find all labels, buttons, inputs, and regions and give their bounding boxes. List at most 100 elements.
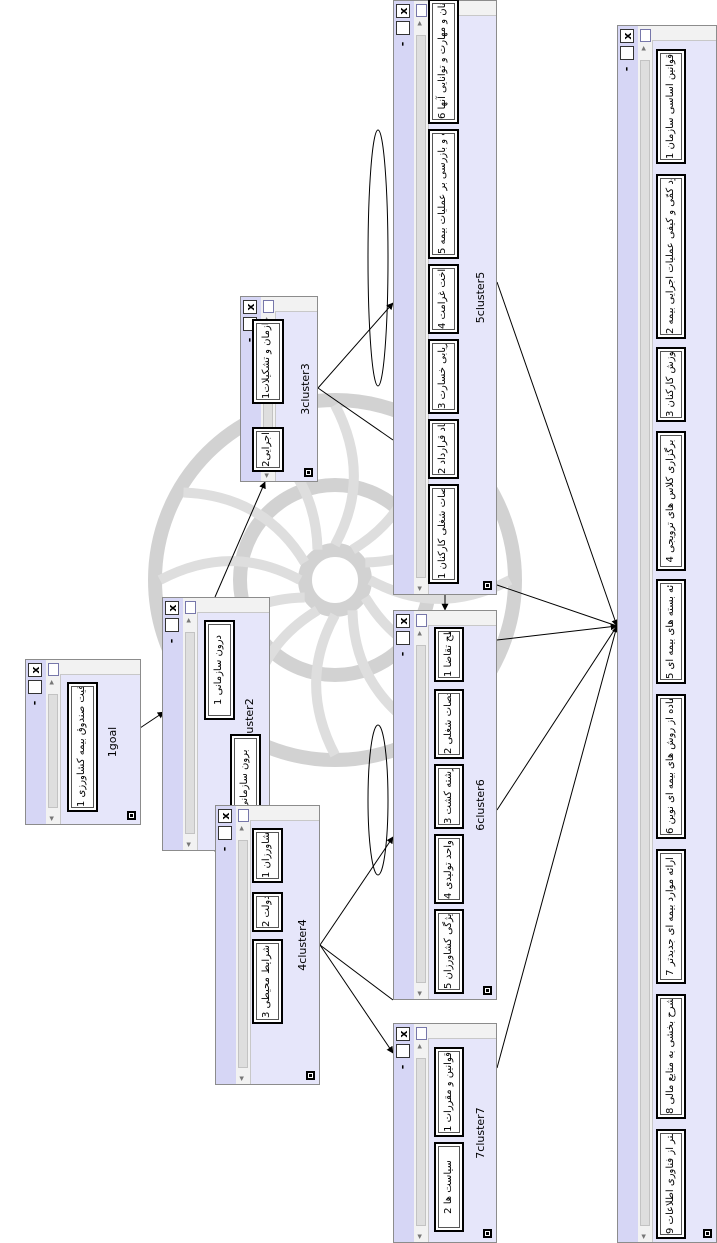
close-button[interactable]: x: [28, 663, 42, 677]
horizontal-scrollbar[interactable]: ◂▸: [414, 1024, 429, 1242]
node-label: ارائه بسته های بیمه ای 5: [660, 583, 682, 680]
node-label: استفاده از روش های بیمه ای نوین 6: [660, 698, 682, 835]
scroll-left-arrow-icon[interactable]: ◂: [415, 991, 425, 996]
network-node[interactable]: بهبود قوانین اساسی سازمان 1: [656, 49, 686, 164]
window-corner-icon: [263, 300, 274, 313]
node-label: بهبود قوانین اساسی سازمان 1: [660, 53, 682, 160]
vertical-scrollbar[interactable]: [197, 598, 269, 613]
maximize-button[interactable]: [165, 618, 179, 632]
close-button[interactable]: x: [396, 1027, 410, 1041]
scrollbar-thumb[interactable]: [185, 632, 195, 834]
node-label: اندازه واحد تولیدی 4: [438, 838, 460, 900]
scroll-left-arrow-icon[interactable]: ◂: [415, 586, 425, 591]
maximize-button[interactable]: [396, 1044, 410, 1058]
minimize-button[interactable]: -: [620, 66, 633, 72]
close-button[interactable]: x: [243, 300, 257, 314]
network-node[interactable]: مشخصات شغلی کارکنان 1: [428, 484, 459, 584]
node-label: انتخاب رشته کشت 3: [438, 768, 460, 825]
close-button[interactable]: x: [165, 601, 179, 615]
node-label: ارائه موارد بیمه ای جدیدتر 7: [660, 853, 682, 980]
network-node[interactable]: رفتار کارکنان و مهارت و توانایی آنها 6: [428, 0, 459, 124]
network-node[interactable]: پرداخت غرامت 4: [428, 264, 459, 334]
maximize-button[interactable]: [28, 680, 42, 694]
scrollbar-thumb[interactable]: [640, 60, 650, 1226]
minimize-button[interactable]: -: [28, 700, 41, 706]
scroll-right-arrow-icon[interactable]: ▸: [237, 826, 247, 831]
scrollbar-thumb[interactable]: [416, 35, 426, 578]
network-node[interactable]: دولت 2: [252, 892, 283, 932]
close-button[interactable]: x: [396, 4, 410, 18]
scroll-left-arrow-icon[interactable]: ◂: [184, 842, 194, 847]
minimize-button[interactable]: -: [396, 41, 409, 47]
network-node[interactable]: بهبود کمّی و کیفی عملیات اجرایی بیمه 2: [656, 174, 686, 339]
network-node[interactable]: اندازه واحد تولیدی 4: [434, 834, 464, 904]
network-node[interactable]: انعقاد قرارداد 2: [428, 419, 459, 479]
maximize-button[interactable]: [620, 46, 634, 60]
horizontal-scrollbar[interactable]: ◂▸: [46, 660, 61, 824]
close-button[interactable]: x: [620, 29, 634, 43]
network-node[interactable]: ارائه بسته های بیمه ای 5: [656, 579, 686, 684]
network-node[interactable]: انتخاب رشته کشت 3: [434, 764, 464, 829]
horizontal-scrollbar[interactable]: ◂▸: [414, 1, 429, 594]
scroll-right-arrow-icon[interactable]: ▸: [639, 46, 649, 51]
scrollbar-thumb[interactable]: [48, 694, 58, 808]
close-button[interactable]: x: [396, 614, 410, 628]
network-node[interactable]: مشخصات شغلی 2: [434, 689, 464, 759]
network-node[interactable]: شرایط محیطی 3: [252, 939, 283, 1024]
horizontal-scrollbar[interactable]: ◂▸: [236, 806, 251, 1084]
node-label: درون سازمانی 1: [208, 624, 231, 716]
network-node[interactable]: 2اجرایی: [252, 427, 284, 472]
network-node[interactable]: استفاده از روش های بیمه ای نوین 6: [656, 694, 686, 839]
node-label: 1سازمان و تشکیلات: [256, 323, 280, 400]
arrow-cluster4-to-cluster6-a: [319, 836, 394, 946]
minimize-button[interactable]: -: [396, 651, 409, 657]
network-node[interactable]: سیاست ها 2: [434, 1142, 464, 1232]
scroll-right-arrow-icon[interactable]: ▸: [184, 618, 194, 623]
network-node[interactable]: بهره مندی بیشتر از فناوری اطلاعات 9: [656, 1129, 686, 1239]
scroll-left-arrow-icon[interactable]: ◂: [639, 1234, 649, 1239]
network-node[interactable]: نظارت و بازرسی بر عملیات بیمه 5: [428, 129, 459, 259]
maximize-button[interactable]: [396, 21, 410, 35]
node-label: دولت 2: [256, 896, 279, 928]
scrollbar-thumb[interactable]: [416, 1058, 426, 1226]
scroll-left-arrow-icon[interactable]: ◂: [415, 1234, 425, 1239]
network-node[interactable]: آموزش کارکنان 3: [656, 347, 686, 422]
scroll-right-arrow-icon[interactable]: ▸: [415, 631, 425, 636]
arrow-cluster6-to-alternative-a: [496, 623, 618, 641]
scroll-left-arrow-icon[interactable]: ◂: [262, 473, 272, 478]
arrow-cluster6-to-alternative-b: [496, 625, 618, 811]
horizontal-scrollbar[interactable]: ◂▸: [638, 26, 653, 1242]
close-button[interactable]: x: [218, 809, 232, 823]
horizontal-scrollbar[interactable]: ◂▸: [183, 598, 198, 850]
vertical-scrollbar[interactable]: [60, 660, 140, 675]
network-node[interactable]: ارزیابی خسارت 3: [428, 339, 459, 414]
minimize-button[interactable]: -: [218, 846, 231, 852]
minimize-button[interactable]: -: [396, 1064, 409, 1070]
network-node[interactable]: درون سازمانی 1: [204, 620, 235, 720]
network-node[interactable]: برگزاری کلاس های ترویجی 4: [656, 431, 686, 571]
network-node[interactable]: مؤقیت صندوق بیمه کشاورزی 1: [67, 682, 98, 812]
network-node[interactable]: کشاورزان 1: [252, 828, 283, 883]
horizontal-scrollbar[interactable]: ◂▸: [414, 611, 429, 999]
scroll-right-arrow-icon[interactable]: ▸: [47, 680, 57, 685]
network-node[interactable]: مهارت و ویژگی کشاورزان 5: [434, 909, 464, 994]
scroll-left-arrow-icon[interactable]: ◂: [237, 1076, 247, 1081]
network-node[interactable]: شرح بخشی به منابع مالی 8: [656, 994, 686, 1119]
node-label: مشخصات شغلی کارکنان 1: [432, 488, 455, 580]
self-loop-cluster5: [367, 129, 389, 387]
window-corner-icon: [416, 614, 427, 627]
scroll-left-arrow-icon[interactable]: ◂: [47, 816, 57, 821]
scroll-right-arrow-icon[interactable]: ▸: [415, 1044, 425, 1049]
cluster-title: 7cluster7: [474, 1107, 487, 1159]
scrollbar-thumb[interactable]: [416, 645, 426, 983]
network-node[interactable]: 1سازمان و تشکیلات: [252, 319, 284, 404]
scroll-right-arrow-icon[interactable]: ▸: [415, 21, 425, 26]
maximize-button[interactable]: [218, 826, 232, 840]
network-node[interactable]: قوانین و مقررات 1: [434, 1047, 464, 1137]
maximize-button[interactable]: [396, 631, 410, 645]
minimize-button[interactable]: -: [165, 638, 178, 644]
scrollbar-thumb[interactable]: [238, 840, 248, 1068]
network-node[interactable]: سطح تقاضا 1: [434, 627, 464, 682]
network-node[interactable]: ارائه موارد بیمه ای جدیدتر 7: [656, 849, 686, 984]
